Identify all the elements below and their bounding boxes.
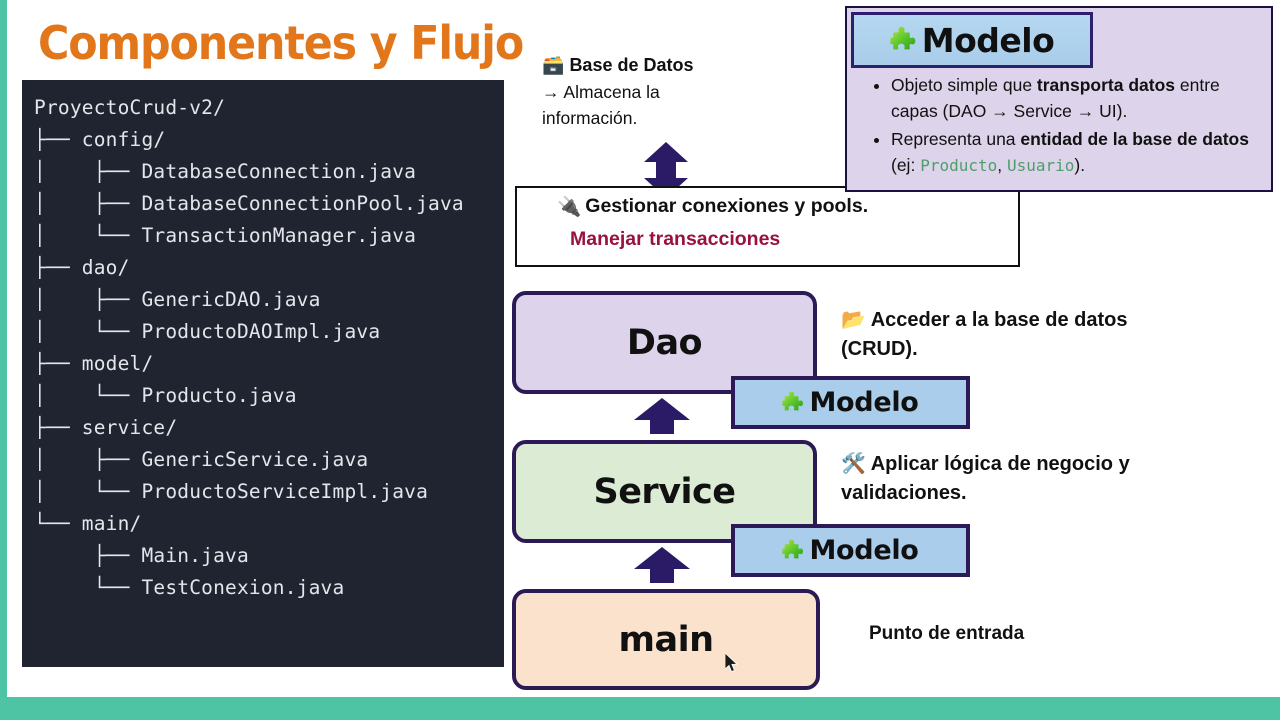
tree-line: ├── model/ [34,352,154,375]
mouse-cursor [725,653,738,673]
tree-line: │ └── ProductoDAOImpl.java [34,320,381,343]
puzzle-piece-icon [782,539,804,559]
modelo-chip-dao: Modelo [731,376,970,429]
tree-line: │ ├── DatabaseConnectionPool.java [34,192,464,215]
database-note-heading: 🗃️ Base de Datos [542,52,842,79]
list-item: Objeto simple que transporta datos entre… [891,72,1261,124]
layer-label-main: main [618,619,714,660]
project-file-tree: ProyectoCrud-v2/ ├── config/ │ ├── Datab… [22,80,504,667]
open-file-folder-icon: 📂 [841,307,866,331]
tree-line: ├── dao/ [34,256,130,279]
tree-line: │ └── ProductoServiceImpl.java [34,480,429,503]
modelo-card-bullet-list: Objeto simple que transporta datos entre… [865,72,1261,181]
layer-description-main: Punto de entrada [869,623,1025,644]
tree-line: ├── config/ [34,128,166,151]
layer-label-dao: Dao [626,322,703,363]
modelo-card-badge-label: Modelo [921,20,1055,60]
connection-management-box [515,186,1020,267]
modelo-chip-service-label: Modelo [809,535,919,566]
layer-label-service: Service [593,471,736,512]
modelo-card-badge: Modelo [851,12,1093,68]
layer-box-main[interactable]: main [512,589,820,690]
connection-box-line1: 🔌 Gestionar conexiones y pools. [557,195,868,218]
tree-line: ├── service/ [34,416,178,439]
modelo-chip-dao-label: Modelo [809,387,919,418]
database-note: 🗃️ Base de Datos → Almacena la informaci… [542,52,842,131]
tree-line: ├── Main.java [34,544,249,567]
page-title: Componentes y Flujo [38,16,524,70]
tree-line: └── main/ [34,512,142,535]
tree-line: │ ├── DatabaseConnection.java [34,160,417,183]
database-note-line2: información. [542,108,638,128]
tree-line: │ └── TransactionManager.java [34,224,417,247]
connection-box-line1-text: Gestionar conexiones y pools. [585,195,869,217]
layer-description-service: 🛠️ Aplicar lógica de negocio y validacio… [841,449,1171,508]
tree-line: ProyectoCrud-v2/ [34,96,226,119]
modelo-chip-service: Modelo [731,524,970,577]
card-file-box-icon: 🗃️ [542,55,565,76]
layer-description-service-text: Aplicar lógica de negocio y validaciones… [841,453,1130,504]
list-item: Representa una entidad de la base de dat… [891,126,1261,179]
tree-line: │ ├── GenericService.java [34,448,369,471]
double-headed-vertical-arrow [644,142,688,198]
layer-description-dao-text: Acceder a la base de datos (CRUD). [841,309,1128,360]
database-note-title: Base de Datos [569,55,694,75]
bottom-accent-bar [0,697,1280,720]
tree-line: │ ├── GenericDAO.java [34,288,321,311]
puzzle-piece-icon [890,26,916,50]
layer-description-dao: 📂 Acceder a la base de datos (CRUD). [841,305,1171,364]
tree-line: └── TestConexion.java [34,576,345,599]
puzzle-piece-icon [782,391,804,411]
electric-plug-icon: 🔌 [557,195,582,218]
up-arrow-service-to-dao [634,398,690,434]
up-arrow-main-to-service [634,547,690,583]
hammer-and-wrench-icon: 🛠️ [841,451,866,475]
left-accent-stripe [0,0,7,720]
tree-line: │ └── Producto.java [34,384,297,407]
connection-box-line2: Manejar transacciones [570,228,781,250]
modelo-info-card: Modelo Objeto simple que transporta dato… [845,6,1273,192]
database-note-line1: → Almacena la [542,82,660,102]
